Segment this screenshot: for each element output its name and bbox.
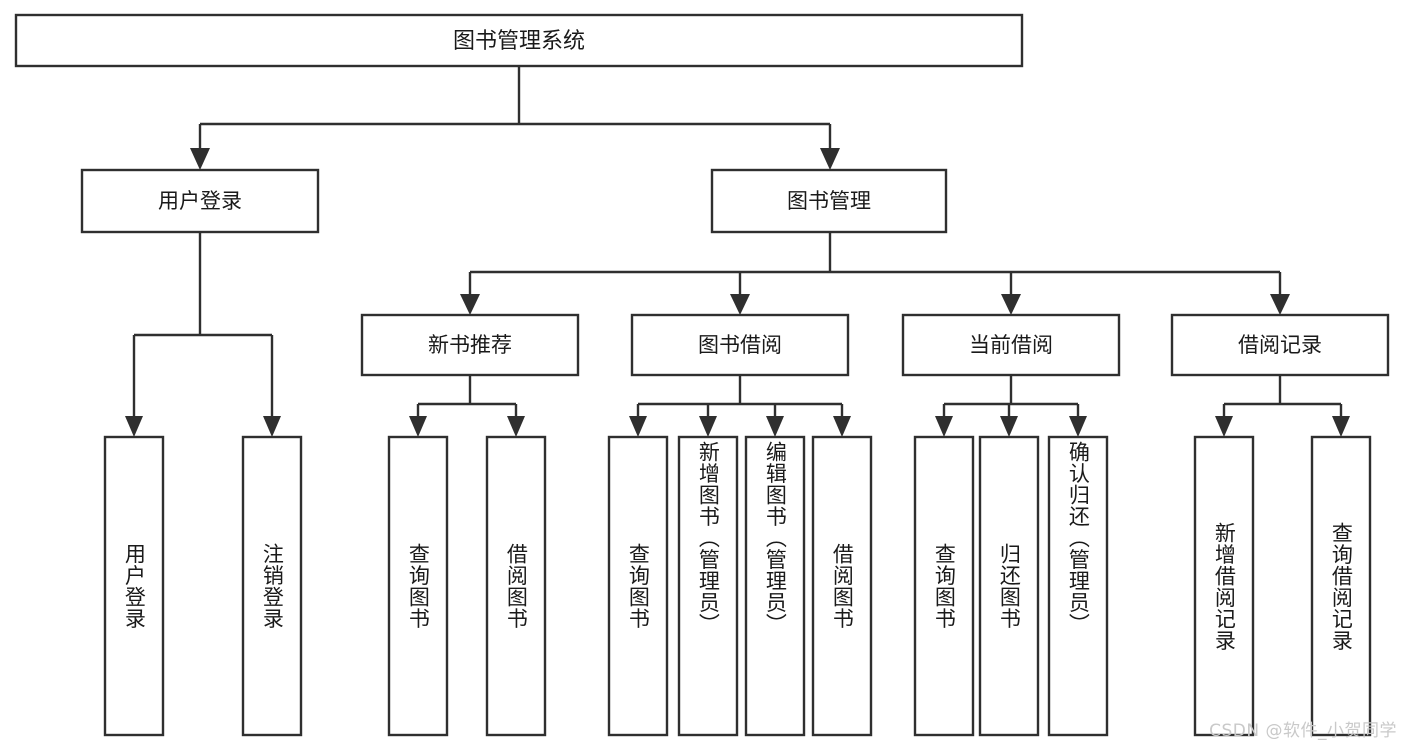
- leaf-return-book-box[interactable]: [978, 435, 1040, 737]
- watermark-text: CSDN @软件_小贺同学: [1209, 721, 1397, 741]
- node-new-book-recommend[interactable]: 新书推荐: [360, 313, 580, 377]
- node-user-login[interactable]: 用户登录: [80, 168, 320, 234]
- arrow-to-leaf-query-book-1: [409, 416, 427, 437]
- leaf-borrow-book-2-box[interactable]: [811, 435, 873, 737]
- arrow-to-leaf-add-record: [1215, 416, 1233, 437]
- arrow-to-leaf-query-book-2: [629, 416, 647, 437]
- node-book-borrow-label: 图书借阅: [698, 333, 782, 357]
- leaf-query-book-1-box[interactable]: [387, 435, 449, 737]
- leaf-query-book-3-box[interactable]: [913, 435, 975, 737]
- arrow-to-book-borrow: [730, 294, 750, 315]
- arrow-to-leaf-query-book-3: [935, 416, 953, 437]
- leaf-query-record-box[interactable]: [1310, 435, 1372, 737]
- node-book-manage-label: 图书管理: [787, 189, 871, 213]
- arrow-to-leaf-query-record: [1332, 416, 1350, 437]
- connector-group-root: [190, 66, 840, 170]
- node-current-borrow-label: 当前借阅: [969, 333, 1053, 357]
- node-root-label: 图书管理系统: [453, 29, 585, 54]
- connector-group-book-manage: [460, 232, 1290, 315]
- arrow-to-user-login: [190, 148, 210, 170]
- connector-group-user-login: [125, 232, 281, 437]
- connector-group-current-borrow: [935, 375, 1087, 437]
- leaf-box-group: [103, 435, 1372, 737]
- node-new-book-recommend-label: 新书推荐: [428, 333, 512, 357]
- leaf-add-book-box[interactable]: [677, 435, 739, 737]
- node-book-borrow-box[interactable]: [630, 313, 850, 377]
- leaf-logout-login-box[interactable]: [241, 435, 303, 737]
- arrow-to-leaf-logout-login: [263, 416, 281, 437]
- node-borrow-record-box[interactable]: [1170, 313, 1390, 377]
- arrow-to-leaf-borrow-book-2: [833, 416, 851, 437]
- arrow-to-leaf-user-login: [125, 416, 143, 437]
- node-root-box[interactable]: [14, 13, 1024, 68]
- leaf-user-login-box[interactable]: [103, 435, 165, 737]
- leaf-borrow-book-1-box[interactable]: [485, 435, 547, 737]
- node-book-manage-box[interactable]: [710, 168, 948, 234]
- node-current-borrow-box[interactable]: [901, 313, 1121, 377]
- connector-group-borrow-record: [1215, 375, 1350, 437]
- node-user-login-box[interactable]: [80, 168, 320, 234]
- leaf-query-book-2-box[interactable]: [607, 435, 669, 737]
- node-borrow-record-label: 借阅记录: [1238, 333, 1322, 357]
- arrow-to-current-borrow: [1001, 294, 1021, 315]
- arrow-to-leaf-borrow-book-1: [507, 416, 525, 437]
- arrow-to-leaf-return-book: [1000, 416, 1018, 437]
- node-root[interactable]: 图书管理系统: [14, 13, 1024, 68]
- node-current-borrow[interactable]: 当前借阅: [901, 313, 1121, 377]
- connector-group-new-book-recommend: [409, 375, 525, 437]
- node-book-manage[interactable]: 图书管理: [710, 168, 948, 234]
- leaf-add-record-box[interactable]: [1193, 435, 1255, 737]
- node-book-borrow[interactable]: 图书借阅: [630, 313, 850, 377]
- arrow-to-borrow-record: [1270, 294, 1290, 315]
- arrow-to-book-manage: [820, 148, 840, 170]
- arrow-to-leaf-confirm-return: [1069, 416, 1087, 437]
- node-new-book-recommend-box[interactable]: [360, 313, 580, 377]
- leaf-edit-book-box[interactable]: [744, 435, 806, 737]
- arrow-to-new-book-recommend: [460, 294, 480, 315]
- node-user-login-label: 用户登录: [158, 189, 242, 213]
- node-borrow-record[interactable]: 借阅记录: [1170, 313, 1390, 377]
- arrow-to-leaf-edit-book: [766, 416, 784, 437]
- arrow-to-leaf-add-book: [699, 416, 717, 437]
- leaf-confirm-return-box[interactable]: [1047, 435, 1109, 737]
- connector-group-book-borrow: [629, 375, 851, 437]
